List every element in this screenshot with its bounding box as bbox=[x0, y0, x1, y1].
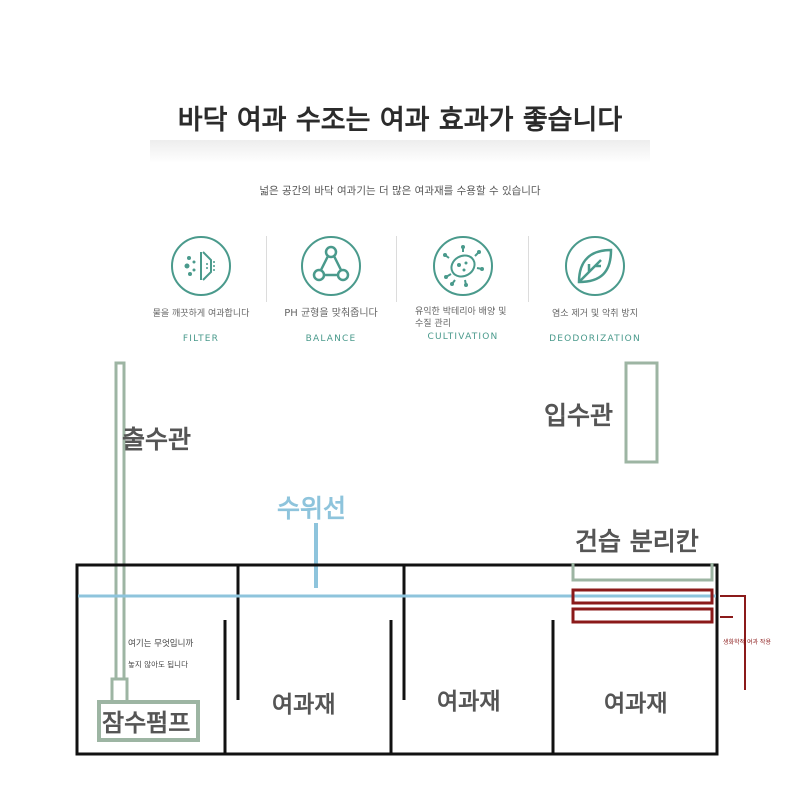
dry-wet-bracket bbox=[571, 563, 714, 582]
balance-icon bbox=[301, 236, 361, 296]
media-label: 여과재 bbox=[604, 691, 668, 717]
divider bbox=[266, 236, 267, 302]
chamber-note: 놓지 않아도 됩니다 bbox=[128, 660, 188, 669]
page-subtitle: 넓은 공간의 바닥 여과기는 더 많은 여과재를 수용할 수 있습니다 bbox=[259, 185, 541, 197]
submersible-pump bbox=[97, 700, 200, 742]
divider bbox=[396, 236, 397, 302]
media-label: 여과재 bbox=[437, 689, 501, 715]
inlet-pipe bbox=[624, 361, 659, 464]
feature-deodorization: 염소 제거 및 악취 방지 DEODORIZATION bbox=[530, 236, 660, 344]
feature-code: BALANCE bbox=[305, 334, 357, 344]
feature-desc: PH 균형을 맞춰줍니다 bbox=[284, 308, 378, 319]
dry-wet-label: 건습 분리칸 bbox=[575, 527, 699, 556]
outlet-pipe-label: 출수관 bbox=[122, 425, 192, 454]
waterline-label: 수위선 bbox=[277, 494, 347, 523]
chamber-note: 여기는 무엇입니까 bbox=[128, 639, 194, 649]
leaf-icon bbox=[565, 236, 625, 296]
pump-label: 잠수펌프 bbox=[102, 709, 191, 737]
tray-bracket bbox=[720, 595, 746, 690]
feature-desc: 염소 제거 및 악취 방지 bbox=[552, 309, 638, 319]
tray-note: 생화학적 여과 작용 bbox=[723, 639, 771, 646]
filter-icon bbox=[171, 236, 231, 296]
feature-cultivation: 유익한 박테리아 배양 및 수질 관리 CULTIVATION bbox=[398, 236, 528, 342]
bacteria-icon bbox=[433, 236, 493, 296]
feature-filter: 물을 깨끗하게 여과합니다 FILTER bbox=[136, 236, 266, 344]
feature-desc: 유익한 박테리아 배양 및 수질 관리 bbox=[415, 307, 507, 329]
inlet-pipe-label: 입수관 bbox=[544, 401, 614, 430]
feature-desc: 물을 깨끗하게 여과합니다 bbox=[152, 309, 250, 319]
feature-code: FILTER bbox=[182, 334, 220, 344]
divider bbox=[528, 236, 529, 302]
feature-balance: PH 균형을 맞춰줍니다 BALANCE bbox=[266, 236, 396, 344]
tank-frame bbox=[75, 563, 719, 756]
page-title: 바닥 여과 수조는 여과 효과가 좋습니다 bbox=[177, 105, 623, 136]
filter-tray bbox=[571, 607, 714, 624]
media-label: 여과재 bbox=[272, 692, 336, 718]
title-smudge bbox=[150, 140, 650, 162]
pump-connector bbox=[110, 677, 129, 705]
feature-code: DEODORIZATION bbox=[549, 334, 641, 344]
outlet-pipe bbox=[114, 361, 126, 683]
filter-tray bbox=[571, 588, 714, 605]
feature-code: CULTIVATION bbox=[427, 332, 499, 342]
